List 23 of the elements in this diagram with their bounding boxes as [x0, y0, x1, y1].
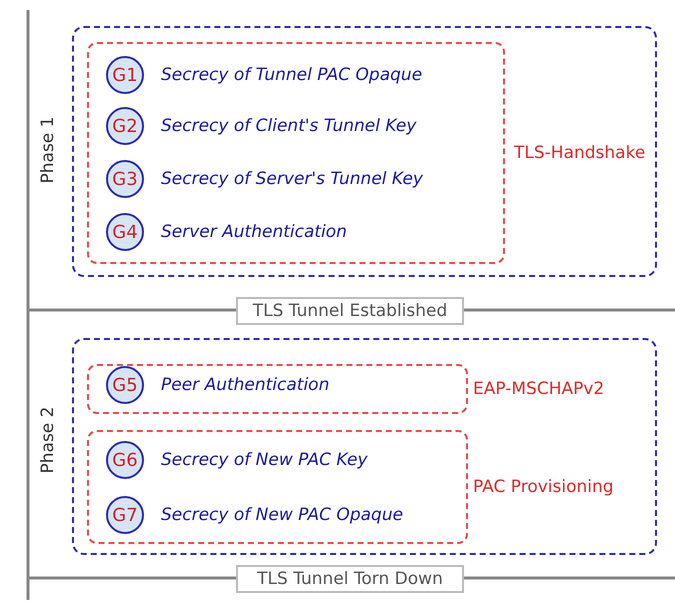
- goal-description: Server Authentication: [161, 222, 347, 242]
- phase-label: Phase 2: [38, 406, 58, 474]
- goal-badge: G2: [106, 107, 144, 145]
- goal-badge: G7: [106, 496, 144, 534]
- tunnel-state-label: TLS Tunnel Established: [236, 297, 464, 325]
- goal-description: Secrecy of Tunnel PAC Opaque: [161, 65, 422, 85]
- tunnel-state-label: TLS Tunnel Torn Down: [236, 565, 464, 593]
- group-label: TLS-Handshake: [514, 143, 646, 163]
- goal-badge: G1: [106, 56, 144, 94]
- phase-label: Phase 1: [38, 116, 58, 184]
- goal-description: Peer Authentication: [161, 375, 330, 395]
- goal-description: Secrecy of Server's Tunnel Key: [161, 169, 423, 189]
- group-label: PAC Provisioning: [473, 477, 614, 497]
- dashed-group-box: [72, 338, 657, 555]
- goal-description: Secrecy of Client's Tunnel Key: [161, 116, 416, 136]
- goal-description: Secrecy of New PAC Opaque: [161, 505, 404, 525]
- goal-badge: G3: [106, 160, 144, 198]
- dashed-group-box: [72, 26, 657, 277]
- goal-badge: G5: [106, 366, 144, 404]
- goal-description: Secrecy of New PAC Key: [161, 450, 368, 470]
- group-label: EAP-MSCHAPv2: [473, 379, 604, 399]
- goal-badge: G4: [106, 213, 144, 251]
- goal-badge: G6: [106, 441, 144, 479]
